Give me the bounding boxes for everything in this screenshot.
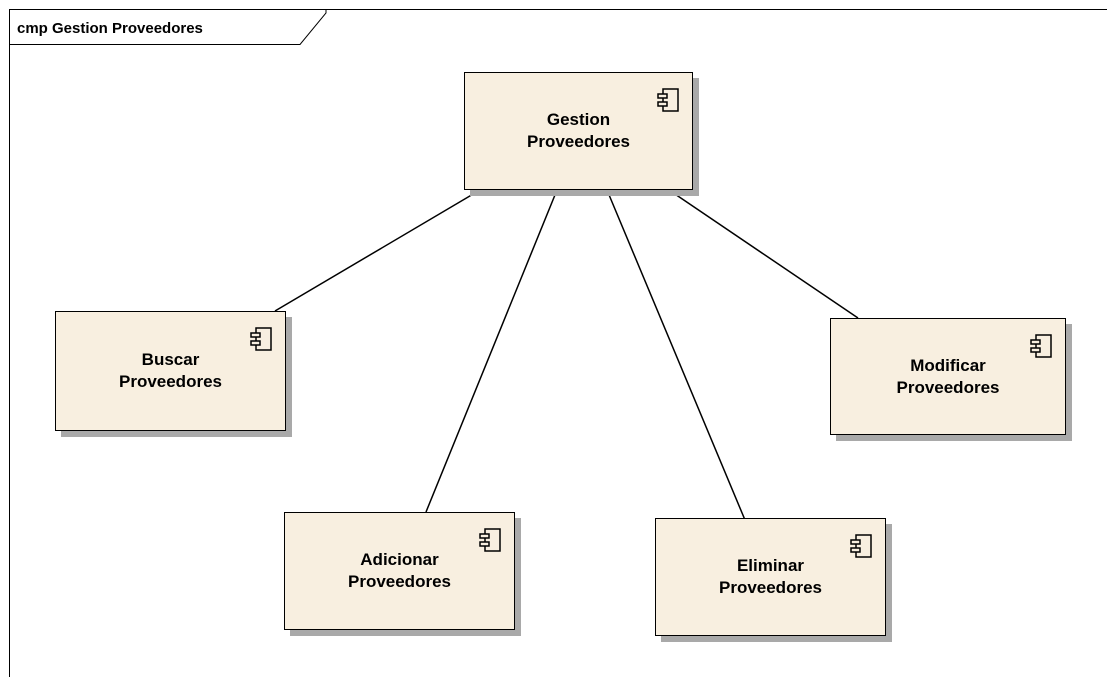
component-eliminar-proveedores[interactable]: Eliminar Proveedores <box>655 518 886 636</box>
diagram-frame <box>9 9 1107 677</box>
component-gestion-proveedores[interactable]: Gestion Proveedores <box>464 72 693 190</box>
component-icon <box>657 88 679 112</box>
component-icon <box>479 528 501 552</box>
component-label: Modificar Proveedores <box>896 355 1000 397</box>
component-label: Buscar Proveedores <box>118 350 222 391</box>
component-icon <box>850 534 872 558</box>
component-label: Gestion Proveedores <box>527 110 630 151</box>
component-modificar-proveedores[interactable]: Modificar Proveedores <box>830 318 1066 435</box>
component-icon <box>250 327 272 351</box>
component-label: Eliminar Proveedores <box>718 556 822 597</box>
component-buscar-proveedores[interactable]: Buscar Proveedores <box>55 311 286 431</box>
component-label: Adicionar Proveedores <box>347 550 451 591</box>
component-adicionar-proveedores[interactable]: Adicionar Proveedores <box>284 512 515 630</box>
component-icon <box>1030 334 1052 358</box>
